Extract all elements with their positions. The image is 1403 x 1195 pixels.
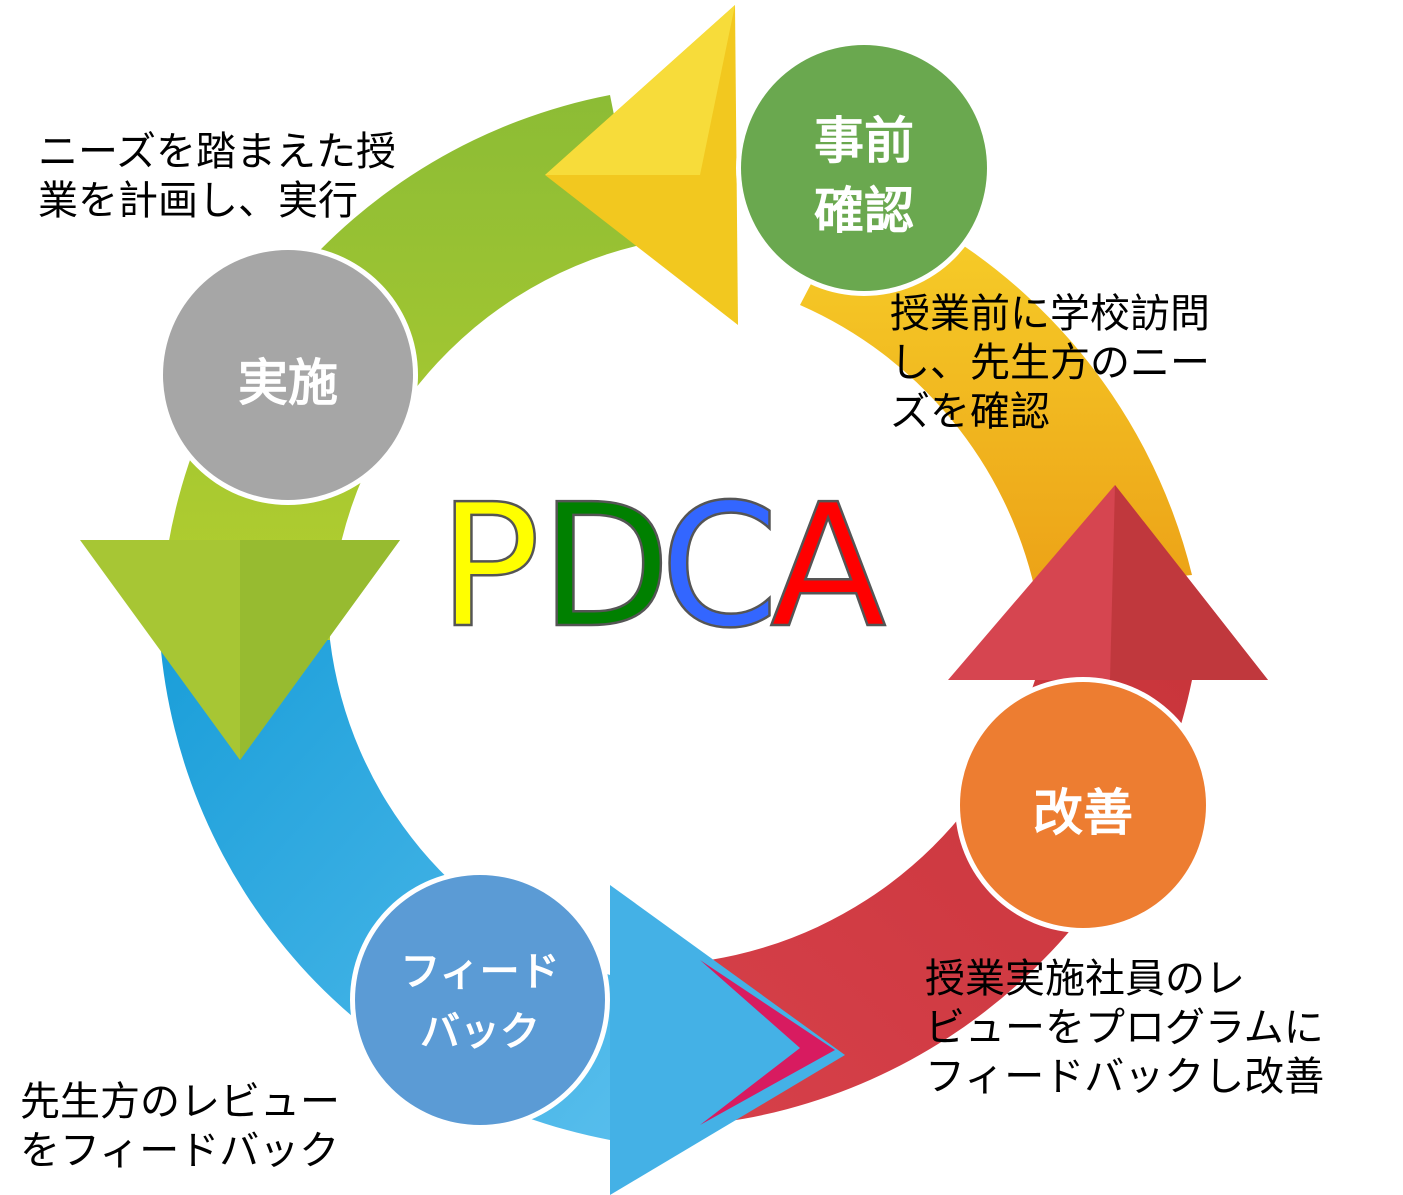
node-improve-circle (960, 682, 1206, 928)
node-improve: 改善 (955, 677, 1211, 933)
node-check-label-line2: 確認 (814, 182, 914, 240)
description-do: ニーズを踏まえた授 業を計画し、実行 (38, 129, 396, 224)
pdca-letter-c: C (660, 468, 779, 666)
node-do-circle (163, 250, 413, 500)
node-improve-label: 改善 (1033, 784, 1133, 842)
arrowhead-top-shade (545, 5, 735, 175)
description-feedback: 先生方のレビュー をフィードバック (20, 1079, 340, 1174)
node-do-label: 実施 (238, 354, 338, 412)
pdca-letter-a: A (770, 468, 886, 666)
arrowhead-bottom-accent (700, 960, 835, 1125)
node-feedback-circle (355, 875, 605, 1125)
arrowhead-bottom (610, 885, 845, 1195)
node-check-label-line1: 事前 (814, 112, 914, 170)
pdca-title: P D C A (437, 467, 888, 668)
node-check: 事前 確認 (736, 40, 992, 296)
arrowhead-right-shade (1110, 485, 1268, 680)
node-feedback: フィード バック (350, 870, 610, 1130)
node-feedback-label-line2: バック (420, 1009, 540, 1055)
description-improve: 授業実施社員のレ ビューをプログラムに フィードバックし改善 (925, 956, 1325, 1100)
node-do: 実施 (158, 245, 418, 505)
pdca-letter-d: D (540, 468, 671, 666)
pdca-letter-p: P (438, 468, 541, 666)
description-check: 授業前に学校訪問 し、先生方のニー ズを確認 (890, 291, 1210, 435)
node-feedback-label-line1: フィード (400, 949, 559, 995)
node-check-circle (741, 45, 987, 291)
arrowhead-left-shade (240, 540, 400, 760)
